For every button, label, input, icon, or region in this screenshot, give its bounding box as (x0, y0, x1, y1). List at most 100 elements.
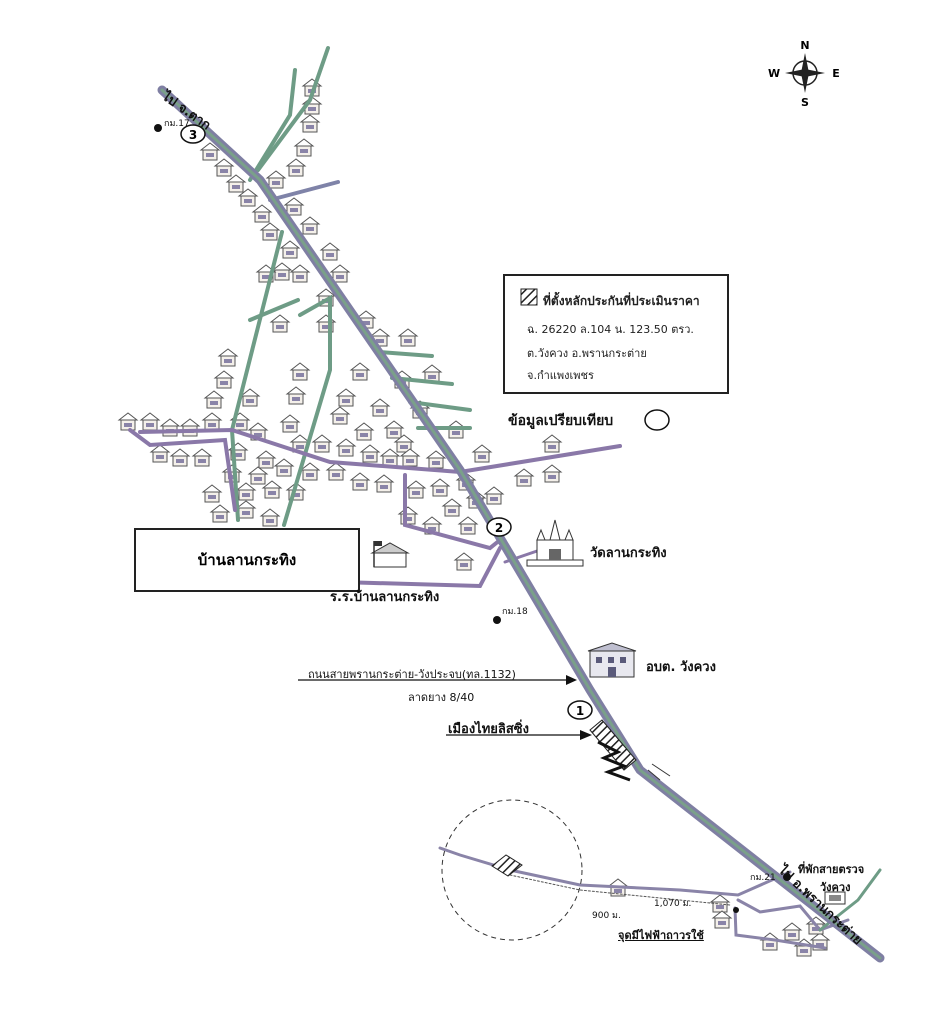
house-icon (809, 932, 831, 951)
house-icon (607, 878, 629, 897)
parcel-site (491, 854, 523, 877)
house-icon (261, 480, 283, 499)
compass-e: E (832, 67, 840, 80)
compass-rose-icon: N S E W (768, 39, 840, 109)
house-icon (319, 242, 341, 261)
compass-n: N (800, 39, 809, 52)
road-center-spine (282, 294, 332, 527)
house-icon (235, 500, 257, 519)
house-icon (329, 264, 351, 283)
dist-1070-label: 1,070 ม. (654, 899, 692, 909)
factory-site (589, 719, 637, 771)
house-icon (237, 188, 259, 207)
house-icon (405, 480, 427, 499)
comparison-zone (441, 799, 583, 941)
road-surface-label: ลาดยาง 8/40 (408, 691, 475, 704)
road-school (338, 546, 502, 589)
house-icon (139, 412, 161, 431)
house-icon (201, 484, 223, 503)
checkpoint-label-1: ที่พักสายตรวจ (798, 863, 865, 876)
temple-icon (526, 519, 584, 567)
house-icon (541, 464, 563, 483)
checkpoint-icon (824, 891, 846, 905)
marker-1: 1 (567, 700, 593, 720)
house-icon (353, 422, 375, 441)
checkpoint-label-2: วังควง (820, 881, 851, 894)
road-west-loop (128, 428, 237, 512)
house-icon (203, 390, 225, 409)
house-icon (247, 466, 269, 485)
house-icon (359, 444, 381, 463)
house-icon (315, 314, 337, 333)
comparison-label: ข้อมูลเปรียบเทียบ (508, 413, 614, 429)
legend-line2: ต.วังควง อ.พรานกระต่าย (527, 347, 647, 360)
house-icon (541, 434, 563, 453)
house-icon (299, 462, 321, 481)
house-icon (393, 434, 415, 453)
road-loop-school (403, 473, 502, 551)
comparison-circle-icon (644, 409, 670, 431)
road-north-branch-2 (256, 46, 330, 172)
house-icon (793, 938, 815, 957)
house-icon (201, 412, 223, 431)
house-icon (429, 478, 451, 497)
svg-text:1: 1 (576, 704, 584, 718)
factory-label: เมืองไทยลิสซิ่ง (448, 722, 529, 737)
house-icon (285, 386, 307, 405)
bridge-mark (647, 769, 661, 781)
house-icon (217, 348, 239, 367)
km17-dot (154, 124, 162, 132)
house-icon (335, 388, 357, 407)
road-name-label: ถนนสายพรานกระต่าย-วังประจบ(ทล.1132) (308, 668, 516, 681)
village-label: บ้านลานกระทิง (197, 551, 297, 569)
house-icon (513, 468, 535, 487)
house-icon (169, 448, 191, 467)
house-icon (149, 444, 171, 463)
house-icon (235, 482, 257, 501)
house-icon (289, 264, 311, 283)
dist-900-label: 900 ม. (592, 911, 621, 921)
house-icon (191, 448, 213, 467)
house-icon (271, 262, 293, 281)
house-icon (117, 412, 139, 431)
house-icon (279, 240, 301, 259)
house-icon (273, 458, 295, 477)
km21-dot (783, 873, 791, 881)
compass-w: W (768, 67, 780, 80)
house-icon (213, 158, 235, 177)
house-icon (283, 197, 305, 216)
house-icon (199, 142, 221, 161)
secondary-roads (128, 46, 882, 950)
house-icon (311, 434, 333, 453)
house-icon (471, 444, 493, 463)
electric-label: จุดมีไฟฟ้าถาวรใช้ (618, 929, 704, 942)
house-icon (425, 450, 447, 469)
house-icon (369, 398, 391, 417)
km17-label: กม.17 (164, 119, 190, 129)
house-icon (397, 328, 419, 347)
school-label: ร.ร.บ้านลานกระทิง (330, 590, 440, 605)
house-icon (325, 462, 347, 481)
electric-dot (733, 907, 739, 913)
road-east-3 (408, 400, 472, 412)
marker-3: 3 (180, 124, 206, 144)
house-icon (239, 388, 261, 407)
house-icon (383, 420, 405, 439)
house-icon (299, 216, 321, 235)
road-pointer-arrow (298, 675, 577, 685)
house-icon (711, 910, 733, 929)
legend-title: ที่ตั้งหลักประกันที่ประเมินราคา (543, 294, 700, 308)
house-icon (259, 508, 281, 527)
temple-label: วัดลานกระทิง (590, 546, 667, 561)
house-icon (399, 448, 421, 467)
factory-zigzag (597, 740, 631, 782)
sao-building-icon (587, 642, 637, 678)
svg-text:2: 2 (495, 521, 503, 535)
house-icon (265, 170, 287, 189)
school-icon (370, 541, 410, 568)
house-icon (349, 362, 371, 381)
road-east-1 (378, 350, 434, 358)
house-icon (213, 370, 235, 389)
house-icon (457, 516, 479, 535)
